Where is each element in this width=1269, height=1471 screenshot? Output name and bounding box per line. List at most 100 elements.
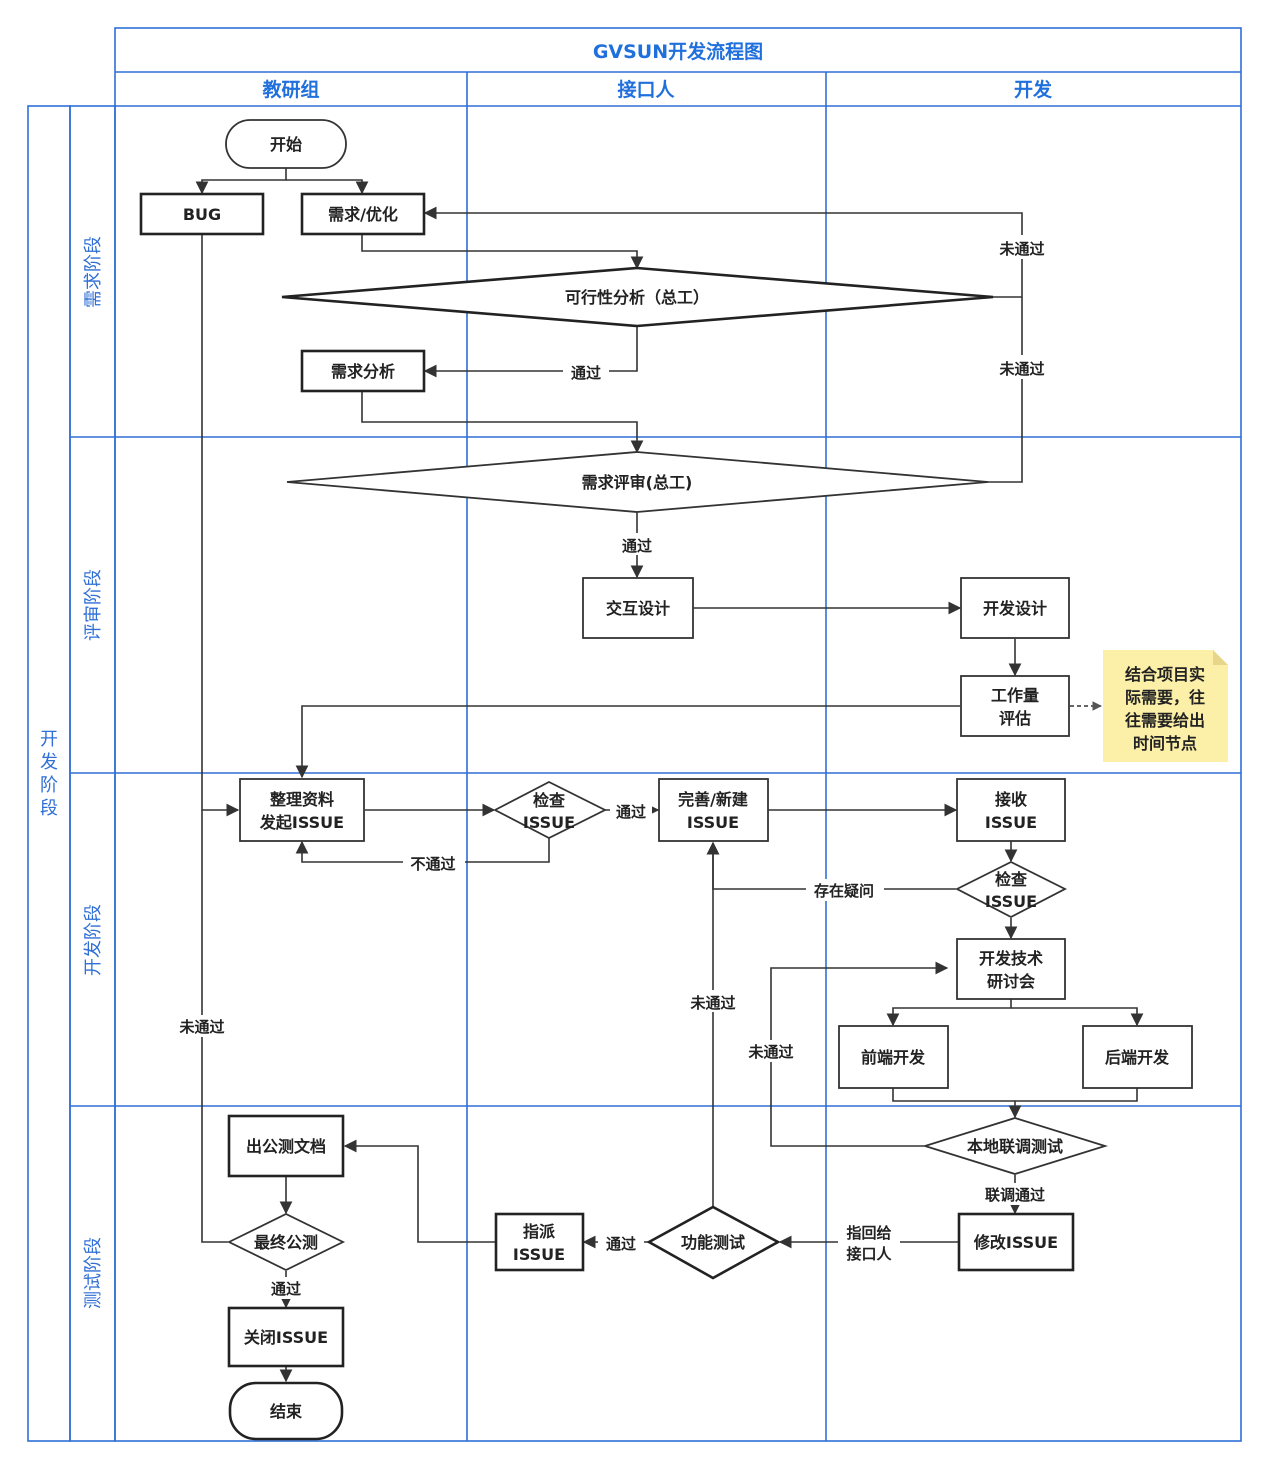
edge-analysis-review xyxy=(361,392,644,454)
stage-label-testing: 测试阶段 xyxy=(83,1237,104,1309)
lane-header-jiaoyanzu: 教研组 xyxy=(262,78,319,101)
svg-text:阶: 阶 xyxy=(40,775,58,796)
node-workload-label-1: 工作量 xyxy=(991,686,1039,705)
edge-label-passed-4: 通过 xyxy=(606,1235,636,1253)
svg-text:开: 开 xyxy=(40,729,58,750)
node-check-issue-1-label-1: 检查 xyxy=(533,791,565,810)
node-check-issue-1 xyxy=(493,780,608,840)
node-prepare-issue-label-2: 发起ISSUE xyxy=(259,813,344,832)
node-final-test xyxy=(226,1212,346,1272)
node-local-test xyxy=(921,1117,1109,1175)
node-func-test xyxy=(646,1205,781,1280)
lane-header-kaifa: 开发 xyxy=(1014,78,1053,101)
node-check-issue-2 xyxy=(955,860,1067,919)
edge-label-question: 存在疑问 xyxy=(814,882,874,900)
edge-meeting-frontend xyxy=(886,999,1012,1027)
edge-label-not-passed-1: 未通过 xyxy=(998,240,1044,258)
chart-title: GVSUN开发流程图 xyxy=(593,40,763,63)
node-req-review xyxy=(286,451,989,513)
edge-label-passed-1: 通过 xyxy=(571,364,601,382)
svg-text:时间节点: 时间节点 xyxy=(1133,734,1197,753)
svg-text:结合项目实: 结合项目实 xyxy=(1124,665,1205,684)
node-end xyxy=(228,1381,344,1441)
edge-frontend-merge xyxy=(892,1088,1015,1102)
node-ux-design-label: 交互设计 xyxy=(606,599,670,618)
edge-label-return-to-1: 指回给 xyxy=(846,1224,891,1242)
node-bug-label: BUG xyxy=(183,205,221,224)
nodes: 开始 BUG 需求/优化 可行性分析（总工） 需求分析 需求评审(总工) 交互设… xyxy=(139,119,1228,1441)
lane-header-jiekouren: 接口人 xyxy=(617,79,675,101)
edge-label-not-passed-2: 未通过 xyxy=(998,360,1044,378)
node-tech-meeting-label-2: 研讨会 xyxy=(987,972,1035,991)
node-check-issue-2-label-1: 检查 xyxy=(995,870,1027,889)
node-req-analysis xyxy=(300,349,426,393)
node-close-issue xyxy=(227,1306,345,1368)
svg-text:发: 发 xyxy=(40,752,58,773)
node-tech-meeting xyxy=(956,938,1066,1000)
edge-label-not-passed-3: 未通过 xyxy=(689,994,735,1012)
stage-label-review: 评审阶段 xyxy=(83,569,104,641)
node-check-issue-1-label-2: ISSUE xyxy=(523,813,575,832)
node-check-issue-2-label-2: ISSUE xyxy=(985,892,1037,911)
edge-assign-doc xyxy=(343,1139,495,1243)
outer-stage-label: 开 发 阶 段 xyxy=(40,729,58,819)
node-frontend-label: 前端开发 xyxy=(861,1048,926,1067)
node-start-label: 开始 xyxy=(270,135,302,154)
edge-backend-merge xyxy=(1008,1088,1138,1119)
edge-final-fail xyxy=(201,810,228,1243)
edge-label-return-to-2: 接口人 xyxy=(846,1245,892,1263)
node-func-test-label: 功能测试 xyxy=(681,1233,745,1252)
node-workload-label-2: 评估 xyxy=(999,709,1031,728)
svg-text:往需要给出: 往需要给出 xyxy=(1125,711,1205,730)
node-feasibility xyxy=(281,266,994,328)
edge-review-fail xyxy=(988,297,1023,483)
node-refine-issue-label-1: 完善/新建 xyxy=(678,790,748,809)
stage-label-development: 开发阶段 xyxy=(83,904,104,976)
node-public-doc-label: 出公测文档 xyxy=(246,1137,326,1156)
node-dev-design-label: 开发设计 xyxy=(983,599,1047,618)
node-public-doc xyxy=(227,1114,345,1178)
edge-label-passed-2: 通过 xyxy=(622,537,652,555)
edge-label-fail: 不通过 xyxy=(410,855,455,873)
node-receive-issue-label-2: ISSUE xyxy=(985,813,1037,832)
node-backend xyxy=(1082,1025,1193,1089)
node-dev-design xyxy=(960,577,1070,639)
note-timeline: 结合项目实 际需要，往 往需要给出 时间节点 xyxy=(1103,650,1228,762)
edge-label-passed-5: 通过 xyxy=(271,1280,301,1298)
edge-label-not-passed-5: 未通过 xyxy=(178,1018,224,1036)
edge-labels: 未通过 未通过 通过 通过 不通过 通过 存在疑问 未通过 未通过 未通过 联调… xyxy=(172,235,1056,1299)
node-feasibility-label: 可行性分析（总工） xyxy=(565,288,709,307)
node-assign-issue xyxy=(494,1212,585,1272)
node-frontend xyxy=(838,1025,949,1089)
node-prepare-issue xyxy=(239,778,365,842)
node-workload xyxy=(960,675,1070,737)
node-refine-issue-label-2: ISSUE xyxy=(687,813,739,832)
edge-bug-prepare xyxy=(201,234,240,817)
edge-meeting-backend xyxy=(1011,1007,1144,1027)
node-receive-issue xyxy=(956,778,1066,842)
node-refine-issue xyxy=(658,778,769,842)
edge-label-passed-3: 通过 xyxy=(616,803,646,821)
edge-feasibility-pass xyxy=(423,326,638,378)
node-assign-issue-label-1: 指派 xyxy=(523,1222,556,1241)
edge-req-feasibility xyxy=(361,234,644,270)
node-start xyxy=(225,119,347,169)
edge-workload-prepare xyxy=(295,705,960,779)
node-prepare-issue-label-1: 整理资料 xyxy=(269,790,334,809)
edge-label-joint-passed: 联调通过 xyxy=(985,1186,1045,1204)
edge-start-split xyxy=(195,168,287,195)
node-req-opt xyxy=(300,192,426,236)
node-ux-design xyxy=(582,577,694,639)
edges xyxy=(195,168,1144,1383)
edge-label-not-passed-4: 未通过 xyxy=(747,1043,793,1061)
edge-start-req xyxy=(286,179,369,195)
node-assign-issue-label-2: ISSUE xyxy=(513,1245,565,1264)
stage-label-requirement: 需求阶段 xyxy=(83,236,104,308)
svg-text:段: 段 xyxy=(40,798,58,819)
node-fix-issue-label: 修改ISSUE xyxy=(973,1233,1058,1252)
node-end-label: 结束 xyxy=(269,1402,303,1421)
node-close-issue-label: 关闭ISSUE xyxy=(244,1328,328,1347)
node-req-opt-label: 需求/优化 xyxy=(328,205,398,224)
node-local-test-label: 本地联调测试 xyxy=(967,1137,1063,1156)
node-fix-issue xyxy=(957,1212,1075,1272)
